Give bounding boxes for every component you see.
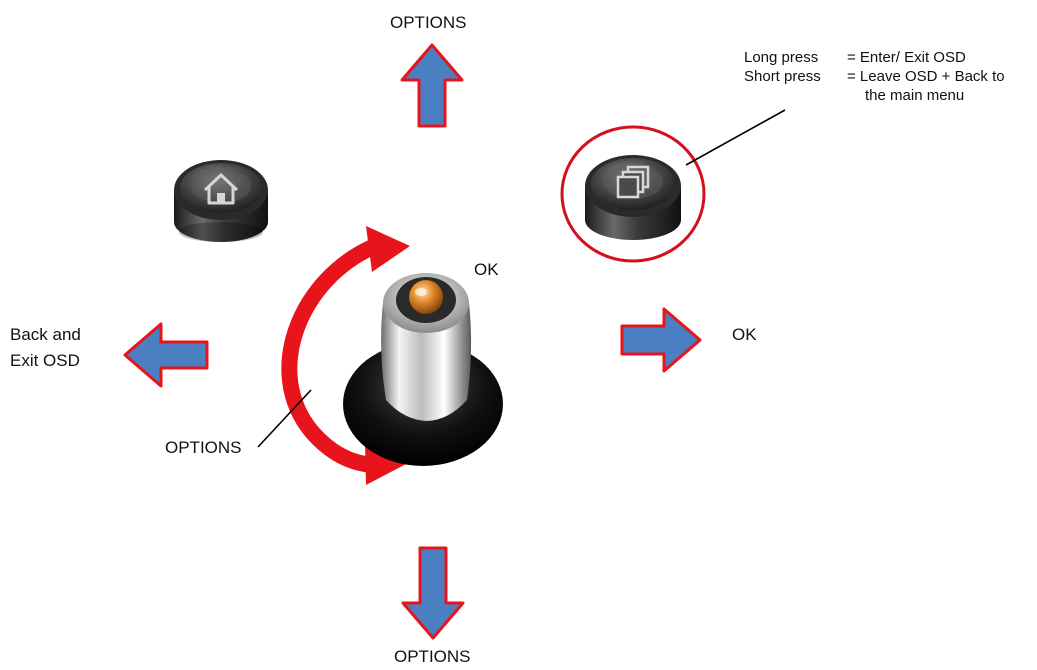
long-press-key: Long press xyxy=(744,49,819,66)
label-up-options: OPTIONS xyxy=(390,13,467,32)
label-left-line2: Exit OSD xyxy=(10,351,80,370)
joystick-icon[interactable] xyxy=(343,273,503,466)
label-down-options: OPTIONS xyxy=(394,647,471,666)
arrow-up xyxy=(400,43,464,128)
long-press-value: = Enter/ Exit OSD xyxy=(847,49,966,66)
ok-center-button[interactable] xyxy=(409,280,443,314)
menu-button[interactable] xyxy=(585,155,681,240)
home-button[interactable] xyxy=(174,160,268,242)
menu-icon xyxy=(616,165,650,199)
short-press-value: = Leave OSD + Back to xyxy=(847,68,1005,85)
arrow-down xyxy=(401,546,465,640)
label-rotate-options: OPTIONS xyxy=(165,438,242,457)
label-center-ok: OK xyxy=(474,260,499,279)
menu-button-highlight-ring xyxy=(560,125,706,263)
label-right-ok: OK xyxy=(732,325,757,344)
arrow-left xyxy=(123,322,209,388)
home-icon xyxy=(203,173,239,205)
arrow-right xyxy=(620,307,702,373)
label-left-line1: Back and xyxy=(10,325,81,344)
menu-button-description: Long press = Enter/ Exit OSD Short press =… xyxy=(744,48,1005,105)
short-press-key: Short press xyxy=(744,68,821,85)
rotate-leader-line xyxy=(257,389,312,448)
menu-leader-line xyxy=(685,109,786,166)
short-press-value-cont: the main menu xyxy=(865,87,965,104)
